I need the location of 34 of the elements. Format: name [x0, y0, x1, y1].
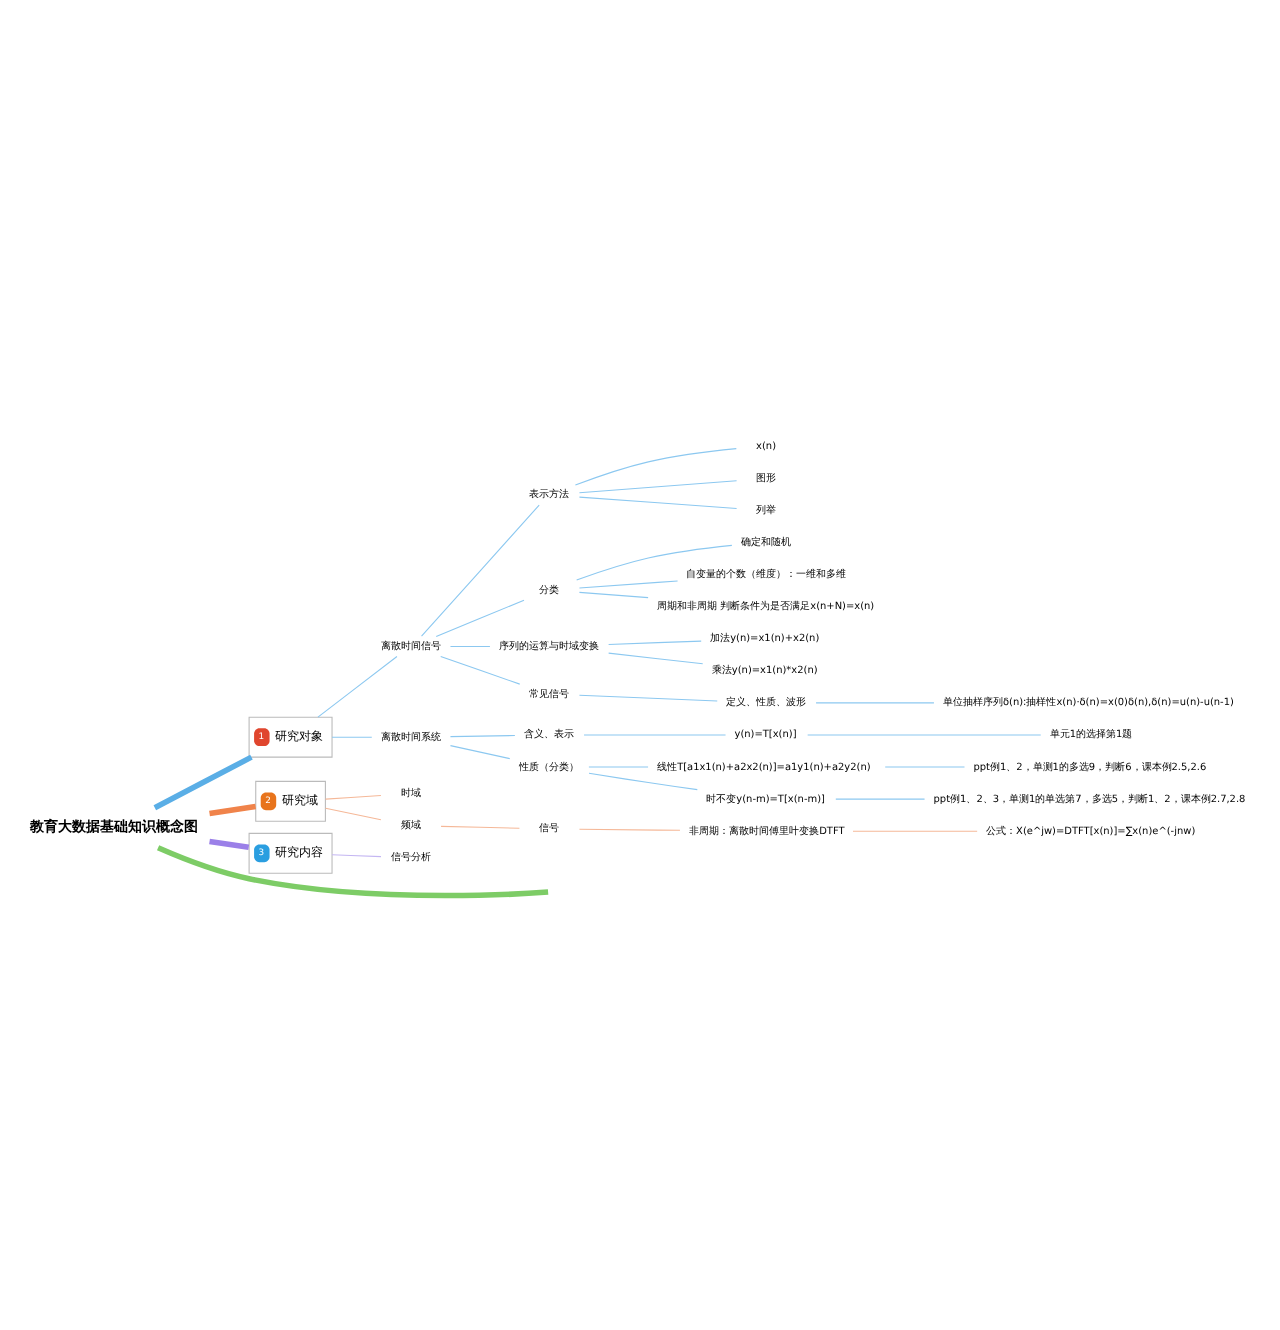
connector [209, 837, 250, 850]
connector [578, 693, 718, 701]
connector [578, 495, 738, 508]
connector [440, 824, 520, 828]
connector [449, 733, 516, 737]
connector [807, 733, 1042, 735]
connector [421, 503, 540, 636]
connector [578, 827, 681, 830]
connector [317, 654, 398, 717]
connector [588, 771, 698, 790]
connector [578, 579, 679, 588]
connector [325, 793, 382, 799]
connector [331, 735, 373, 737]
connector [578, 590, 649, 598]
connector [852, 829, 978, 831]
connector [325, 806, 382, 820]
connector [608, 651, 704, 664]
connector [435, 598, 525, 637]
connector [608, 639, 702, 644]
connector [578, 479, 738, 493]
connector [209, 802, 256, 816]
connector [153, 753, 253, 810]
connector [583, 733, 727, 735]
connector [157, 844, 549, 898]
connector [574, 447, 737, 485]
connector [815, 701, 935, 703]
connector [440, 654, 521, 684]
connector [449, 744, 511, 759]
connector [576, 543, 733, 580]
connector [331, 853, 382, 857]
connector [884, 765, 966, 767]
connector [835, 797, 926, 799]
connector [588, 765, 649, 767]
connector [449, 644, 491, 647]
